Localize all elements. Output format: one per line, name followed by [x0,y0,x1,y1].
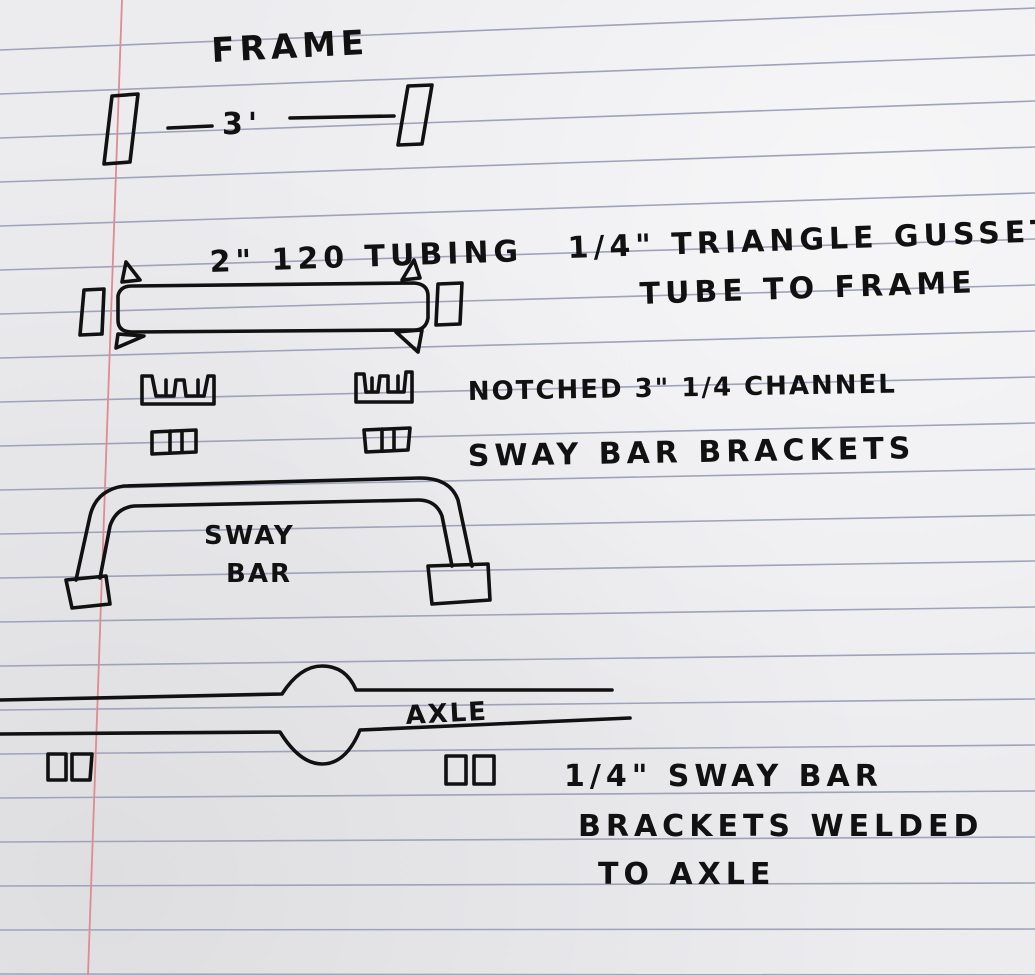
gussets-label-line1: 1/4" TRIANGLE GUSSETS [567,213,1035,266]
axle-bracket-right [444,754,496,786]
channel-right [354,370,414,404]
dimension-label: 3' [222,107,262,142]
frame-rail-left [102,92,140,166]
axle-bottom [0,716,632,766]
sway-bar-end-right [426,562,492,606]
sway-bracket-right [362,426,412,454]
gusset-top-left [120,260,142,284]
sway-bracket-left [150,428,198,456]
axle-brackets-label-line3: TO AXLE [598,857,775,892]
channel-left [140,374,216,406]
channel-label: NOTCHED 3" 1/4 CHANNEL [468,370,898,407]
axle-top [0,664,614,702]
tube-frame-right [434,281,464,327]
tube-body [116,281,430,334]
gussets-label-line2: TUBE TO FRAME [639,265,977,312]
sway-bar-outer [74,476,474,582]
axle-label: AXLE [405,697,489,731]
tubing-label: 2" 120 TUBING [209,234,524,280]
axle-brackets-label-line1: 1/4" SWAY BAR [564,759,883,794]
sway-bar-label-line1: SWAY [204,521,295,551]
sway-bar-inner [98,498,454,580]
gusset-top-right [400,258,422,282]
axle-brackets-label-line2: BRACKETS WELDED [578,809,983,844]
axle-bracket-left [46,752,94,782]
gusset-bottom-left [114,332,146,350]
sway-brackets-label: SWAY BAR BRACKETS [468,431,916,474]
tube-frame-left [78,287,106,337]
sway-bar-end-left [64,574,112,610]
dimension-line-left [166,124,214,130]
dimension-line-right [288,114,396,120]
frame-label: FRAME [210,23,370,71]
gusset-bottom-right [394,328,424,354]
sway-bar-label-line2: BAR [226,559,292,589]
frame-rail-right [396,83,434,147]
